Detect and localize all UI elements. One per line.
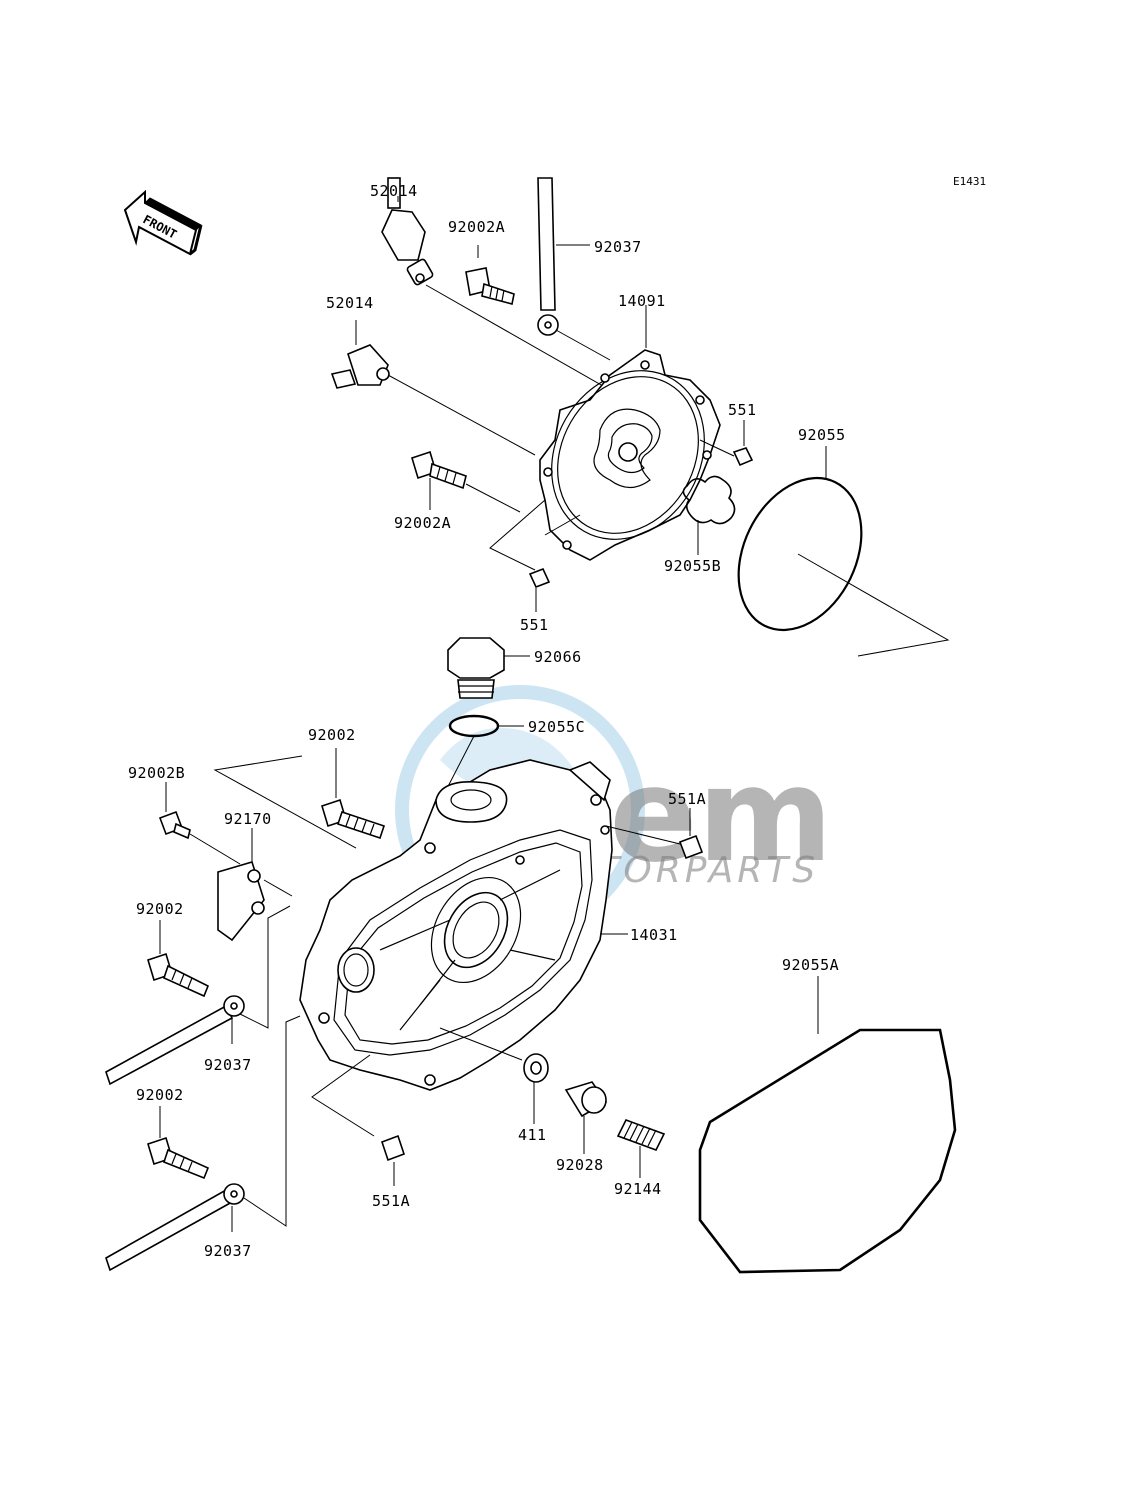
dowel-551A-right bbox=[678, 834, 704, 860]
label-92055B: 92055B bbox=[664, 557, 721, 575]
label-92066: 92066 bbox=[534, 648, 582, 666]
part-labels: 52014 92002A 92037 14091 52014 551 92055… bbox=[128, 182, 846, 1260]
label-92037-top: 92037 bbox=[594, 238, 642, 256]
label-92002-left: 92002 bbox=[136, 900, 184, 918]
dowel-551A-low bbox=[380, 1134, 406, 1162]
seal-411 bbox=[523, 1053, 549, 1083]
label-92055C: 92055C bbox=[528, 718, 585, 736]
label-92002A-top: 92002A bbox=[448, 218, 505, 236]
label-92055: 92055 bbox=[798, 426, 846, 444]
bolt-92002-left bbox=[147, 952, 210, 998]
gasket-92055B bbox=[682, 475, 736, 525]
fitting-52014-mid bbox=[330, 344, 390, 389]
bolt-92002B bbox=[158, 810, 191, 840]
label-92170: 92170 bbox=[224, 810, 272, 828]
label-92002-low: 92002 bbox=[136, 1086, 184, 1104]
bolt-92002-low bbox=[147, 1136, 210, 1180]
spring-92144 bbox=[616, 1119, 666, 1151]
dowel-551-mid bbox=[528, 567, 551, 589]
dowel-551-right bbox=[732, 447, 754, 467]
bolt-92002-top bbox=[321, 798, 386, 840]
bushing-92028 bbox=[564, 1081, 608, 1118]
label-551A-low: 551A bbox=[372, 1192, 410, 1210]
bolt-92002A-top bbox=[465, 267, 515, 305]
label-92037-mid: 92037 bbox=[204, 1056, 252, 1074]
diagram-code: E1431 bbox=[953, 175, 986, 188]
label-92037-low: 92037 bbox=[204, 1242, 252, 1260]
bolt-92002A-mid bbox=[411, 450, 467, 490]
label-92144: 92144 bbox=[614, 1180, 662, 1198]
strap-92037-mid bbox=[105, 995, 245, 1086]
label-551A-right: 551A bbox=[668, 790, 706, 808]
label-551-right: 551 bbox=[728, 401, 757, 419]
label-92002B: 92002B bbox=[128, 764, 185, 782]
label-92002-top: 92002 bbox=[308, 726, 356, 744]
gasket-92055A bbox=[698, 1028, 957, 1274]
label-551-mid: 551 bbox=[520, 616, 549, 634]
label-14091: 14091 bbox=[618, 292, 666, 310]
label-92028: 92028 bbox=[556, 1156, 604, 1174]
plug-92066 bbox=[447, 637, 505, 699]
o-ring-92055 bbox=[737, 476, 863, 632]
strap-92037-low bbox=[105, 1183, 245, 1272]
label-14031: 14031 bbox=[630, 926, 678, 944]
label-92002A-mid: 92002A bbox=[394, 514, 451, 532]
case-14031 bbox=[299, 759, 613, 1091]
label-411: 411 bbox=[518, 1126, 547, 1144]
bracket-92170 bbox=[217, 861, 265, 942]
strap-92037-top bbox=[537, 177, 559, 336]
label-52014-mid: 52014 bbox=[326, 294, 374, 312]
label-92055A: 92055A bbox=[782, 956, 839, 974]
front-arrow-icon: FRONT bbox=[123, 189, 203, 256]
fitting-52014-top bbox=[381, 177, 434, 286]
cover-plate-14091 bbox=[539, 349, 721, 561]
label-52014-top: 52014 bbox=[370, 182, 418, 200]
